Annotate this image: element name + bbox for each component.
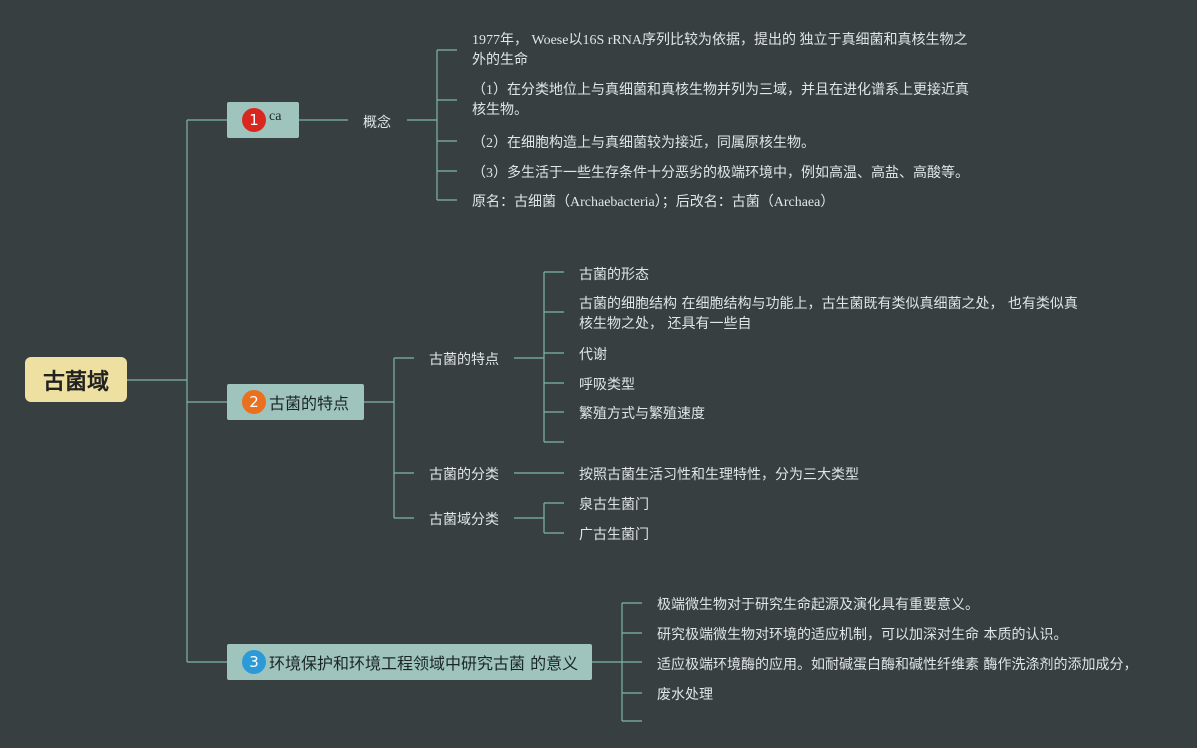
leaf-label: 古菌的形态 (579, 267, 649, 283)
leaf-label: （3）多生活于一些生存条件十分恶劣的极端环境中，例如高温、高盐、高酸等。 (472, 166, 969, 181)
leaf-concept-1[interactable]: 1977年， Woese以16S rRNA序列比较为依据，提出的 独立于真细菌和… (472, 31, 972, 71)
subtopic-label: 概念 (363, 115, 391, 131)
leaf-label: 代谢 (579, 347, 607, 363)
number-badge-1: 1 (242, 108, 266, 132)
leaf-wastewater[interactable]: 废水处理 (657, 684, 713, 704)
leaf-reproduction[interactable]: 繁殖方式与繁殖速度 (579, 403, 705, 423)
branch-2-label: 古菌的特点 (269, 394, 350, 413)
leaf-label: 古菌的细胞结构 在细胞结构与功能上，古生菌既有类似真细菌之处， 也有类似真核生物… (579, 296, 1078, 332)
subtopic-label: 古菌的特点 (429, 352, 499, 368)
subtopic-classification[interactable]: 古菌的分类 (429, 464, 499, 484)
leaf-label: 繁殖方式与繁殖速度 (579, 406, 705, 422)
leaf-significance-3[interactable]: 适应极端环境酶的应用。如耐碱蛋白酶和碱性纤维素 酶作洗涤剂的添加成分， (657, 654, 1137, 674)
leaf-label: 呼吸类型 (579, 377, 635, 393)
branch-2[interactable]: 2 古菌的特点 (227, 384, 364, 420)
leaf-metabolism[interactable]: 代谢 (579, 344, 607, 364)
branch-3-label: 环境保护和环境工程领域中研究古菌 的意义 (269, 654, 579, 673)
leaf-significance-1[interactable]: 极端微生物对于研究生命起源及演化具有重要意义。 (657, 594, 979, 614)
leaf-label: 废水处理 (657, 687, 713, 703)
leaf-concept-5[interactable]: 原名：古细菌（Archaebacteria）；后改名：古菌（Archaea） (472, 191, 834, 211)
leaf-crenarchaeota[interactable]: 泉古生菌门 (579, 494, 649, 514)
leaf-cell-structure[interactable]: 古菌的细胞结构 在细胞结构与功能上，古生菌既有类似真细菌之处， 也有类似真核生物… (579, 294, 1084, 334)
leaf-three-types[interactable]: 按照古菌生活习性和生理特性，分为三大类型 (579, 464, 859, 484)
leaf-label: 极端微生物对于研究生命起源及演化具有重要意义。 (657, 597, 979, 613)
leaf-concept-3[interactable]: （2）在细胞构造上与真细菌较为接近，同属原核生物。 (472, 132, 815, 152)
leaf-label: 1977年， Woese以16S rRNA序列比较为依据，提出的 独立于真细菌和… (472, 33, 968, 68)
leaf-label: 适应极端环境酶的应用。如耐碱蛋白酶和碱性纤维素 酶作洗涤剂的添加成分， (657, 657, 1138, 673)
subtopic-domain-classification[interactable]: 古菌域分类 (429, 509, 499, 529)
leaf-label: （1）在分类地位上与真细菌和真核生物并列为三域，并且在进化谱系上更接近真核生物。 (472, 83, 969, 118)
leaf-concept-4[interactable]: （3）多生活于一些生存条件十分恶劣的极端环境中，例如高温、高盐、高酸等。 (472, 162, 969, 182)
leaf-label: 按照古菌生活习性和生理特性，分为三大类型 (579, 467, 859, 483)
leaf-respiration-type[interactable]: 呼吸类型 (579, 374, 635, 394)
branch-3[interactable]: 3 环境保护和环境工程领域中研究古菌 的意义 (227, 644, 592, 680)
branch-1[interactable]: 1 ca (227, 102, 299, 138)
leaf-label: 研究极端微生物对环境的适应机制，可以加深对生命 本质的认识。 (657, 627, 1068, 643)
leaf-significance-2[interactable]: 研究极端微生物对环境的适应机制，可以加深对生命 本质的认识。 (657, 624, 1067, 644)
number-badge-2: 2 (242, 390, 266, 414)
branch-1-label: ca (269, 109, 282, 124)
leaf-morphology[interactable]: 古菌的形态 (579, 264, 649, 284)
leaf-label: 泉古生菌门 (579, 497, 649, 513)
leaf-label: 广古生菌门 (579, 527, 649, 543)
root-topic[interactable]: 古菌域 (25, 357, 127, 402)
subtopic-label: 古菌域分类 (429, 512, 499, 528)
subtopic-features[interactable]: 古菌的特点 (429, 349, 499, 369)
subtopic-concept[interactable]: 概念 (363, 112, 391, 132)
leaf-label: 原名：古细菌（Archaebacteria）；后改名：古菌（Archaea） (472, 195, 835, 210)
leaf-concept-2[interactable]: （1）在分类地位上与真细菌和真核生物并列为三域，并且在进化谱系上更接近真核生物。 (472, 81, 972, 121)
root-topic-label: 古菌域 (42, 369, 109, 395)
subtopic-label: 古菌的分类 (429, 467, 499, 483)
leaf-euryarchaeota[interactable]: 广古生菌门 (579, 524, 649, 544)
number-badge-3: 3 (242, 650, 266, 674)
leaf-label: （2）在细胞构造上与真细菌较为接近，同属原核生物。 (472, 136, 815, 151)
